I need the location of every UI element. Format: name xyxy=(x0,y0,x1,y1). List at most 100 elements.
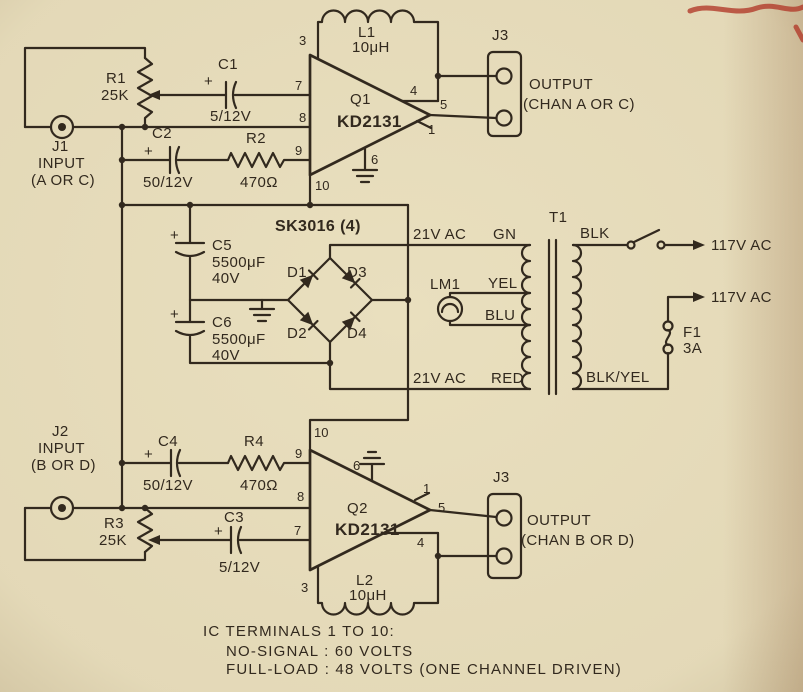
c6-capacitor xyxy=(174,298,332,365)
j3b-connector-body xyxy=(486,492,523,580)
power-supply: + C5 5500μF 40V + C6 5500μF 40V SK3016 (… xyxy=(120,125,772,510)
output-b-label: OUTPUT xyxy=(527,512,591,529)
l2-label: L2 xyxy=(356,572,374,589)
switch-lever xyxy=(632,228,661,244)
q2-pin10-label: 10 xyxy=(314,425,328,440)
j3b-terminal-lower xyxy=(495,547,513,565)
r3-value-label: 25K xyxy=(99,532,127,549)
blkyel-wire-label: BLK/YEL xyxy=(586,369,650,386)
blk-wire-label: BLK xyxy=(580,225,610,242)
c2-value-label: 50/12V xyxy=(143,174,193,191)
l1-label: L1 xyxy=(358,24,376,41)
c4-capacitor xyxy=(120,448,230,478)
q1-pin1-stub xyxy=(415,119,433,130)
t1-label: T1 xyxy=(549,209,567,226)
j1-label: J1 xyxy=(52,138,69,155)
input-b-loop-wire xyxy=(23,506,147,562)
c4-plus-sign: + xyxy=(144,446,153,463)
f1-fuse-link xyxy=(664,328,672,347)
r4-value-label: 470Ω xyxy=(240,477,278,494)
d1-diode xyxy=(299,269,319,289)
c5-label: C5 xyxy=(212,237,232,254)
mains-top-label: 117V AC xyxy=(711,237,772,254)
r3-resistor xyxy=(136,506,154,554)
r1-wiper-arrow xyxy=(148,90,160,100)
f1-value-label: 3A xyxy=(683,340,702,357)
q1-pin5-wire xyxy=(428,113,498,120)
q2-amplifier-triangle xyxy=(308,448,432,572)
blu-wire-label: BLU xyxy=(485,307,515,324)
ac-top-label: 21V AC xyxy=(413,226,466,243)
note-line-3: FULL-LOAD : 48 VOLTS (ONE CHANNEL DRIVEN… xyxy=(226,661,622,678)
r1-resistor xyxy=(136,56,154,129)
q1-pin10-label: 10 xyxy=(315,178,329,193)
j2-input-label: INPUT xyxy=(38,440,85,457)
switch-contact-left xyxy=(626,240,636,250)
note-line-2: NO-SIGNAL : 60 VOLTS xyxy=(226,643,413,660)
r2-resistor xyxy=(226,151,312,169)
j1-jack-inner xyxy=(58,123,66,131)
junction-dots xyxy=(118,72,442,560)
input-a-loop-wire xyxy=(23,46,147,129)
q1-label: Q1 xyxy=(350,91,371,108)
j1-jack-outer xyxy=(49,114,75,140)
r2-label: R2 xyxy=(246,130,266,147)
q2-pin3-label: 3 xyxy=(301,580,308,595)
t1-core xyxy=(547,238,558,396)
q1-pin1-label: 1 xyxy=(428,122,435,137)
c5-value-label: 5500μF xyxy=(212,254,266,271)
q1-part-label: KD2131 xyxy=(337,112,402,131)
mains-bottom-label: 117V AC xyxy=(711,289,772,306)
r4-resistor xyxy=(226,454,312,472)
r1-label: R1 xyxy=(106,70,126,87)
j3b-terminal-upper xyxy=(495,509,513,527)
f1-label: F1 xyxy=(683,324,701,341)
c6-plus-sign: + xyxy=(170,306,179,323)
q2-pin9-label: 9 xyxy=(295,446,302,461)
blkyel-wire xyxy=(571,351,670,391)
d2-diode xyxy=(299,311,319,331)
q2-label: Q2 xyxy=(347,500,368,517)
r3-label: R3 xyxy=(104,515,124,532)
q1-pin9-label: 9 xyxy=(295,143,302,158)
q1-pin3-label: 3 xyxy=(299,33,306,48)
bridge-part-label: SK3016 (4) xyxy=(275,218,361,235)
q1-pin5-label: 5 xyxy=(440,97,447,112)
l2-value-label: 10μH xyxy=(349,587,387,604)
c3-plus-sign: + xyxy=(214,523,223,540)
j3a-label: J3 xyxy=(492,27,509,44)
c4-value-label: 50/12V xyxy=(143,477,193,494)
c2-plus-sign: + xyxy=(144,143,153,160)
yel-wire-label: YEL xyxy=(488,275,518,292)
mains-top-arrow xyxy=(693,240,705,250)
r3-wiper-arrow xyxy=(148,535,160,545)
q2-part-label: KD2131 xyxy=(335,520,400,539)
j2-label: J2 xyxy=(52,423,69,440)
channel-a-amplifier: 3 L1 10μH C1 + 5/12V 7 R1 25K 8 C2 + 50/… xyxy=(23,9,634,207)
j2-channel-label: (B OR D) xyxy=(31,457,96,474)
r4-label: R4 xyxy=(244,433,264,450)
c5-plus-sign: + xyxy=(170,227,179,244)
red-pen-marks xyxy=(687,3,803,43)
d3-diode xyxy=(341,269,361,289)
c6-value-label: 5500μF xyxy=(212,331,266,348)
l1-value-label: 10μH xyxy=(352,39,390,56)
d2-label: D2 xyxy=(287,325,307,342)
r2-value-label: 470Ω xyxy=(240,174,278,191)
j3a-terminal-upper xyxy=(495,67,513,85)
q2-pin4-label: 4 xyxy=(417,535,424,550)
c1-capacitor xyxy=(224,80,312,110)
mains-bottom-wire xyxy=(666,295,695,323)
t1-secondary-winding xyxy=(520,243,532,391)
q2-pin6-label: 6 xyxy=(353,458,360,473)
d3-label: D3 xyxy=(347,264,367,281)
notes: IC TERMINALS 1 TO 10: NO-SIGNAL : 60 VOL… xyxy=(203,623,622,678)
c3-label: C3 xyxy=(224,509,244,526)
output-a-label: OUTPUT xyxy=(529,76,593,93)
supply-ground-symbol xyxy=(248,298,276,323)
q1-pin6-label: 6 xyxy=(371,152,378,167)
note-line-1: IC TERMINALS 1 TO 10: xyxy=(203,623,395,640)
q2-pin8-label: 8 xyxy=(297,489,304,504)
